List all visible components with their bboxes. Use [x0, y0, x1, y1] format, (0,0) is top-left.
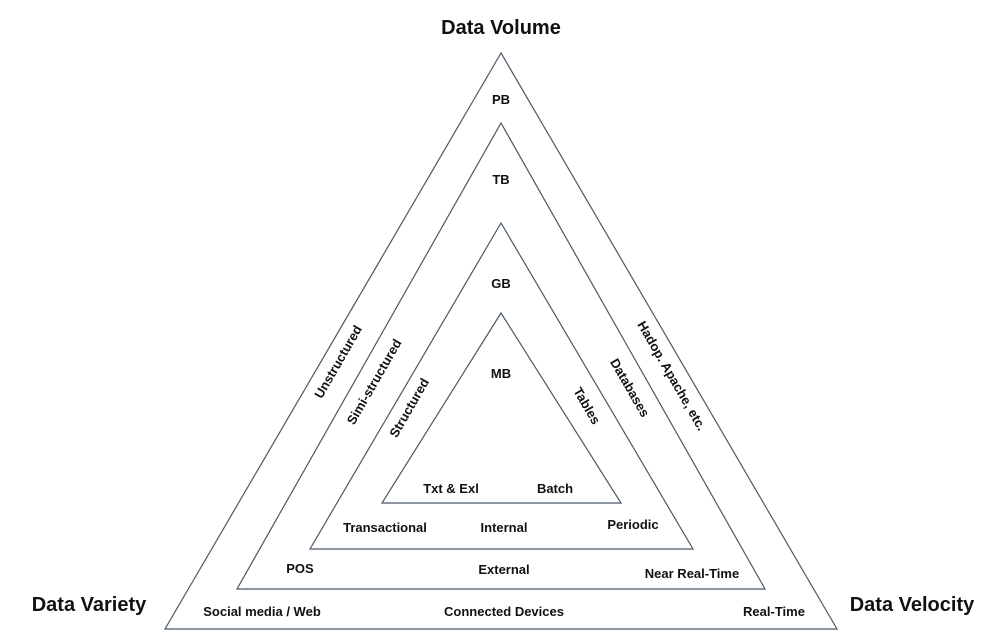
- velocity-label-databases: Databases: [607, 356, 653, 420]
- axis-title-variety: Data Variety: [32, 594, 147, 616]
- band-label-real-time: Real-Time: [743, 604, 805, 619]
- velocity-label-tables: Tables: [570, 385, 603, 427]
- band-label-internal: Internal: [481, 520, 528, 535]
- triangle-level-gb: [308, 221, 695, 550]
- band-label-social-media-web: Social media / Web: [203, 604, 321, 619]
- band-label-transactional: Transactional: [343, 520, 427, 535]
- band-label-pos: POS: [286, 561, 314, 576]
- triangle-level-pb: [163, 51, 839, 630]
- band-label-external: External: [478, 562, 529, 577]
- triangle-level-mb: [380, 311, 623, 504]
- band-label-near-real-time: Near Real-Time: [645, 566, 739, 581]
- band-label-connected-devices: Connected Devices: [444, 604, 564, 619]
- volume-label-gb: GB: [491, 276, 511, 291]
- variety-label-unstructured: Unstructured: [311, 323, 365, 401]
- volume-label-mb: MB: [491, 366, 511, 381]
- band-label-periodic: Periodic: [607, 517, 658, 532]
- volume-label-pb: PB: [492, 92, 510, 107]
- axis-title-velocity: Data Velocity: [850, 594, 975, 616]
- inner-label-txt-exl: Txt & Exl: [423, 481, 479, 496]
- inner-label-batch: Batch: [537, 481, 573, 496]
- volume-label-tb: TB: [492, 172, 509, 187]
- axis-title-volume: Data Volume: [441, 17, 561, 39]
- triangle-level-tb: [235, 121, 767, 590]
